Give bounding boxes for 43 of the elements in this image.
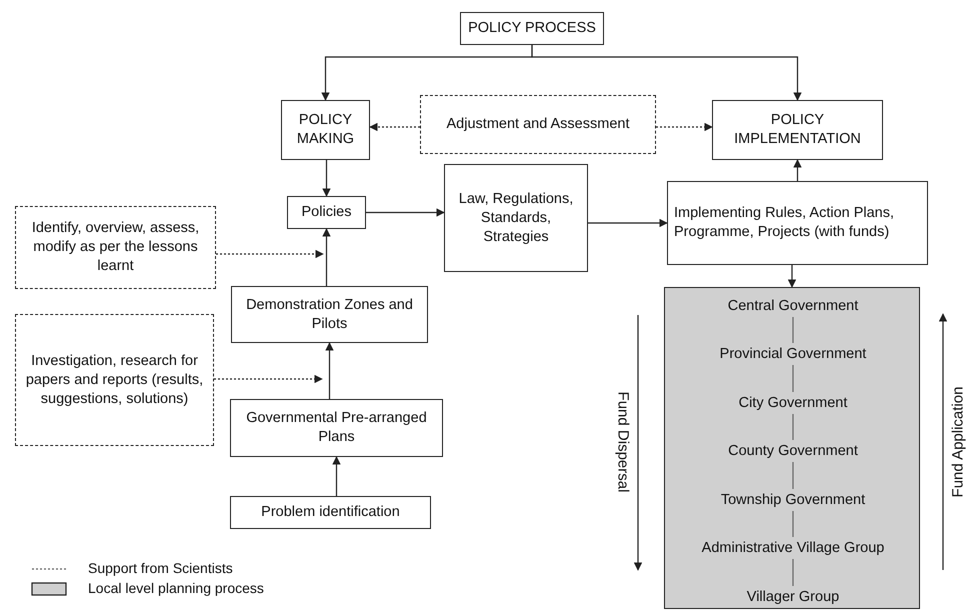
government-level-text: Provincial Government bbox=[718, 343, 868, 365]
dashed-note-box: Investigation, research for papers and reports (results, suggestions, solutions) bbox=[15, 314, 214, 446]
process-box: POLICY MAKING bbox=[281, 100, 370, 160]
connector-line bbox=[792, 559, 794, 586]
process-box: Problem identification bbox=[230, 496, 431, 529]
government-level-text: Township Government bbox=[718, 489, 868, 511]
government-level-text: County Government bbox=[726, 440, 860, 462]
legend-text: Local level planning process bbox=[88, 580, 264, 596]
flow-direction-label: Fund Application bbox=[950, 386, 966, 498]
arrow bbox=[322, 160, 331, 197]
arrow bbox=[366, 208, 445, 217]
government-level-text: Central Government bbox=[726, 295, 860, 317]
process-box: POLICY PROCESS bbox=[460, 12, 604, 45]
government-level-text: Villager Group bbox=[744, 586, 842, 608]
dotted-arrow bbox=[214, 374, 323, 384]
government-level-text: City Government bbox=[736, 392, 850, 414]
arrow bbox=[332, 456, 341, 496]
dashed-note-box: Identify, overview, assess, modify as per the lessons learnt bbox=[15, 206, 216, 289]
dashed-note-box: Adjustment and Assessment bbox=[420, 95, 656, 154]
connector-line bbox=[792, 414, 794, 440]
flow-direction-label: Fund Dispersal bbox=[614, 392, 632, 492]
arrow bbox=[322, 228, 331, 286]
legend-text: Support from Scientists bbox=[88, 560, 233, 576]
arrow bbox=[788, 265, 796, 288]
dotted-arrow bbox=[656, 122, 713, 132]
connector-line bbox=[792, 511, 794, 537]
process-box: Demonstration Zones and Pilots bbox=[231, 286, 428, 343]
government-level-text: Administrative Village Group bbox=[700, 537, 886, 559]
connector-line bbox=[792, 365, 794, 392]
dotted-arrow bbox=[369, 122, 420, 132]
process-box: POLICY IMPLEMENTATION bbox=[712, 100, 883, 160]
arrow bbox=[793, 159, 802, 181]
process-box: Policies bbox=[287, 196, 366, 229]
connector-line bbox=[792, 462, 794, 489]
arrow bbox=[588, 218, 668, 228]
process-box: Law, Regulations, Standards, Strategies bbox=[444, 164, 588, 272]
arrow bbox=[325, 342, 334, 399]
local-planning-panel bbox=[664, 287, 920, 609]
process-box: Governmental Pre-arranged Plans bbox=[230, 399, 443, 457]
dotted-arrow bbox=[216, 250, 324, 258]
connector-line bbox=[792, 317, 794, 343]
process-box: Implementing Rules, Action Plans, Programme, Projects (with funds) bbox=[667, 181, 928, 265]
arrow bbox=[531, 45, 802, 101]
